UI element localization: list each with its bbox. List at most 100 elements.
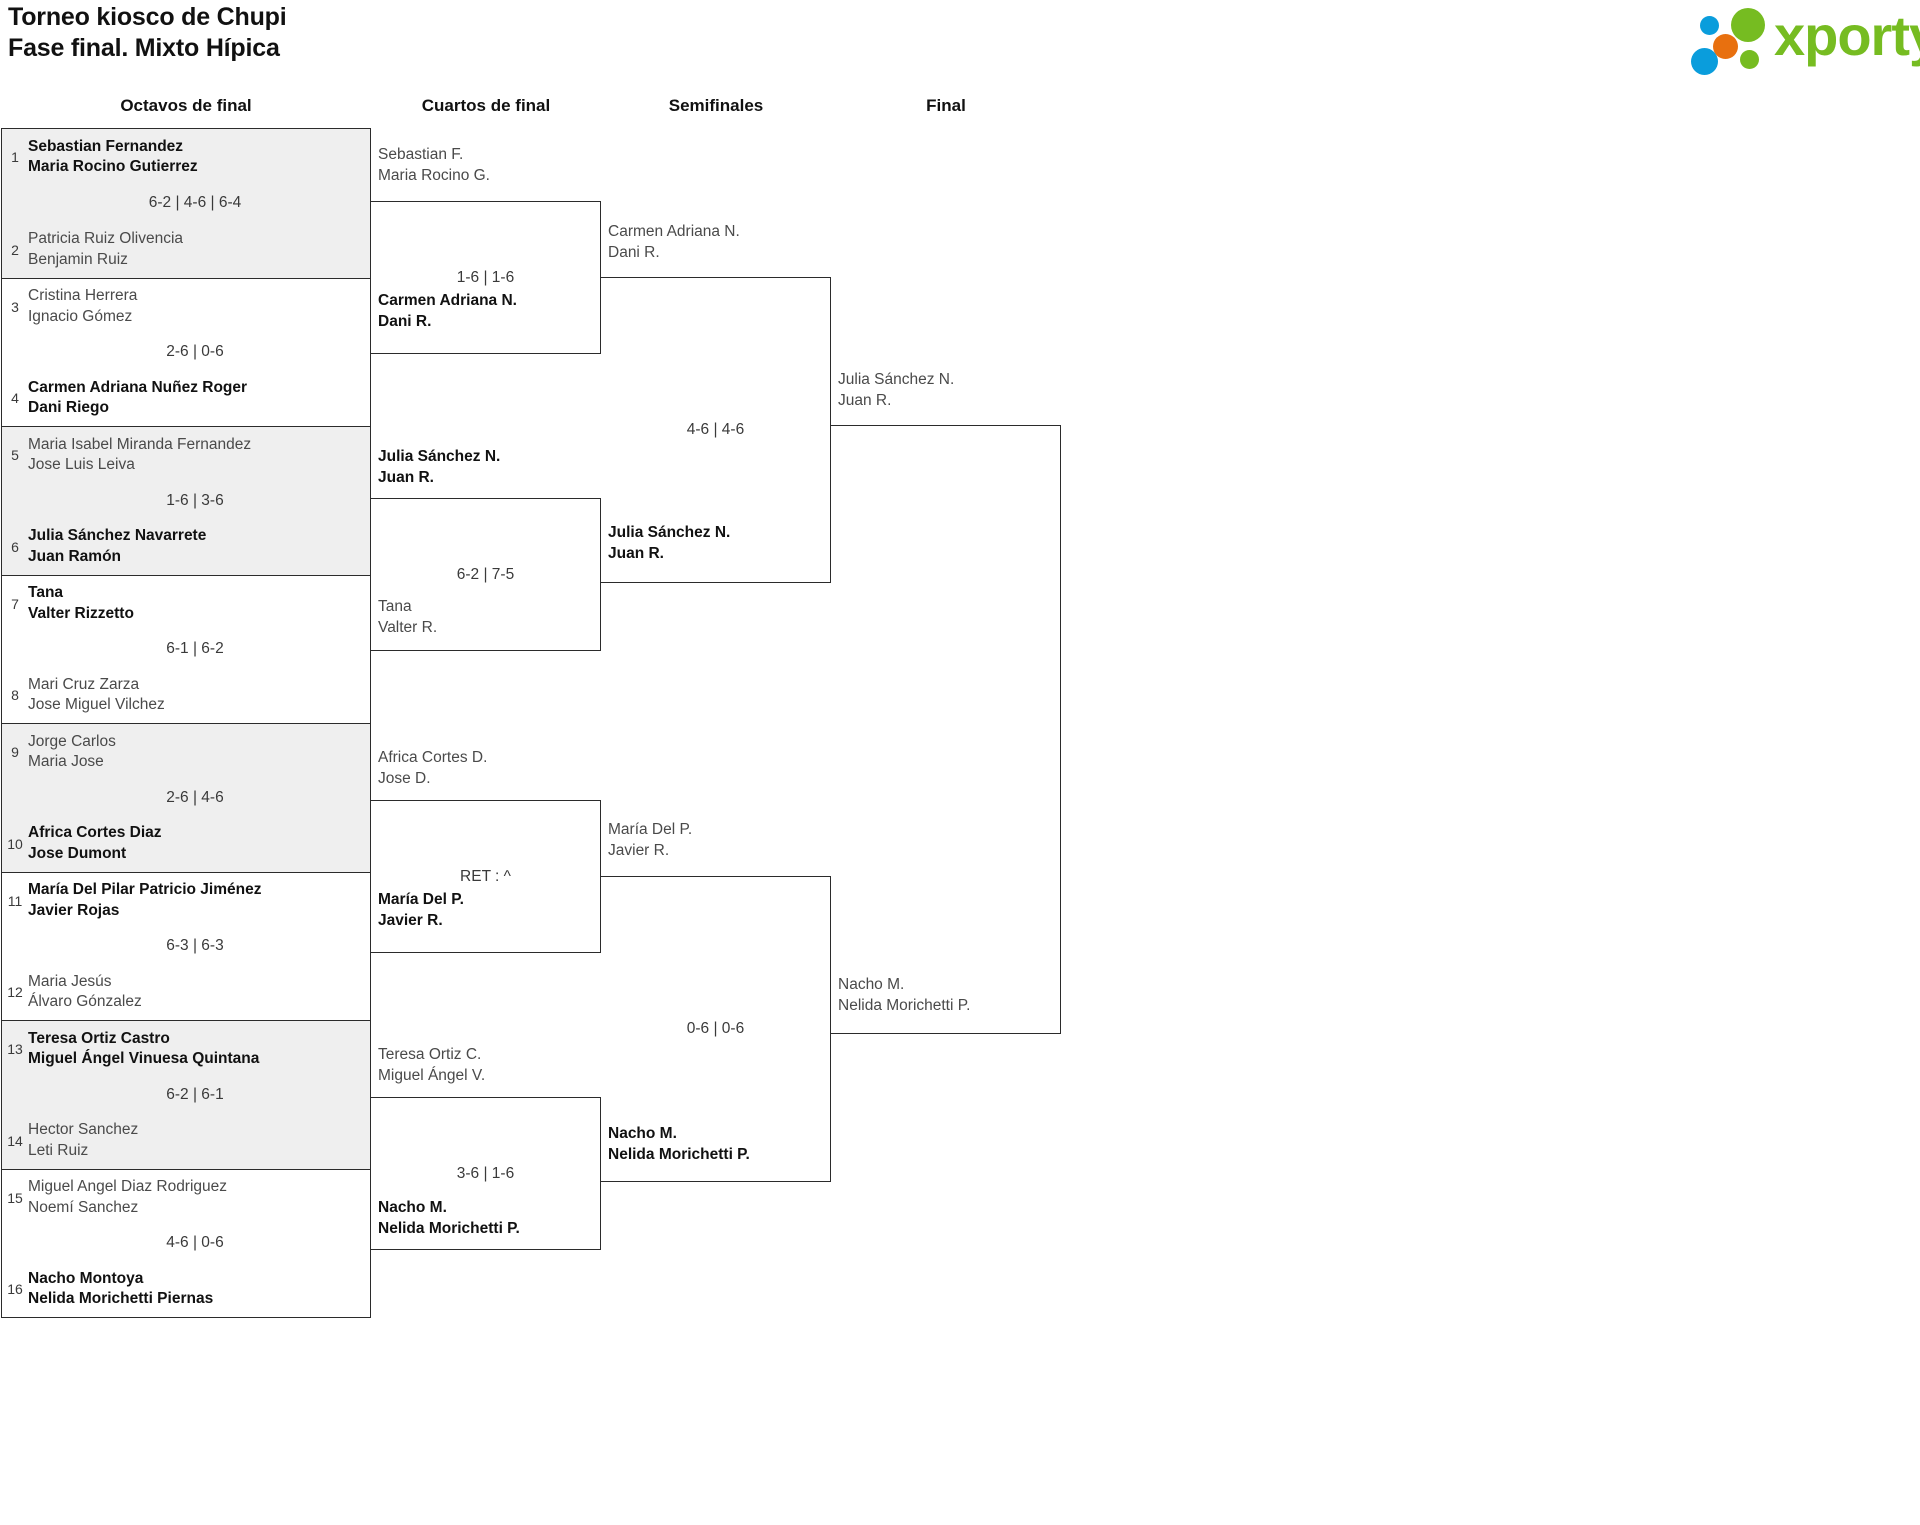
player-2: Maria Rocino G. — [378, 166, 490, 184]
seed-number: 2 — [11, 241, 19, 258]
player-2: Javier Rojas — [28, 901, 120, 919]
xporty-logo: xporty — [1690, 5, 1920, 75]
player-2: Maria Jose — [28, 753, 104, 770]
logo-dot-blue-small — [1700, 16, 1719, 35]
r16-slot-top[interactable]: 7 Tana Valter Rizzetto — [2, 582, 370, 626]
match-score: RET : ^ — [460, 867, 511, 885]
match-score: 3-6 | 1-6 — [456, 1164, 515, 1182]
player-1: Maria Jesús — [28, 972, 112, 990]
r16-match[interactable]: 13 Teresa Ortiz Castro Miguel Ángel Vinu… — [2, 1020, 370, 1169]
player-1: Sebastian F. — [378, 146, 464, 163]
player-1: Teresa Ortiz C. — [378, 1046, 482, 1063]
r16-slot-bottom[interactable]: 8 Mari Cruz Zarza Jose Miguel Vilchez — [2, 673, 370, 717]
sf-top-team: María Del P. Javier R. — [608, 820, 692, 861]
player-1: Tana — [378, 598, 412, 615]
r16-match[interactable]: 7 Tana Valter Rizzetto 6-1 | 6-2 8 Mari … — [2, 574, 370, 723]
sf-match-box[interactable]: 4-6 | 4-6 — [601, 277, 831, 583]
player-2: Ignacio Gómez — [28, 307, 133, 325]
page-header: Torneo kiosco de Chupi Fase final. Mixto… — [0, 0, 1920, 78]
player-2: Valter R. — [378, 618, 438, 636]
seed-number: 11 — [7, 892, 23, 909]
r16-slot-bottom[interactable]: 6 Julia Sánchez Navarrete Juan Ramón — [2, 525, 370, 569]
match-score: 2-6 | 4-6 — [166, 788, 224, 806]
r16-slot-top[interactable]: 11 María Del Pilar Patricio Jiménez Javi… — [2, 879, 370, 923]
match-score: 6-3 | 6-3 — [166, 937, 224, 955]
logo-dot-green-small — [1740, 50, 1759, 69]
player-1: Julia Sánchez N. — [838, 371, 955, 388]
r16-slot-top[interactable]: 1 Sebastian Fernandez Maria Rocino Gutie… — [2, 135, 370, 179]
r16-slot-bottom[interactable]: 2 Patricia Ruiz Olivencia Benjamin Ruiz — [2, 228, 370, 272]
r16-slot-bottom[interactable]: 16 Nacho Montoya Nelida Morichetti Piern… — [2, 1267, 370, 1311]
r16-slot-top[interactable]: 13 Teresa Ortiz Castro Miguel Ángel Vinu… — [2, 1027, 370, 1071]
logo-dots-icon — [1690, 8, 1786, 75]
player-2: Juan Ramón — [28, 547, 122, 565]
seed-number: 8 — [11, 687, 19, 703]
final-match-box[interactable] — [831, 425, 1061, 1034]
player-1: Nacho Montoya — [28, 1269, 144, 1287]
player-1: Tana — [28, 584, 64, 601]
player-1: Africa Cortes Diaz — [28, 824, 162, 841]
r16-match[interactable]: 3 Cristina Herrera Ignacio Gómez 2-6 | 0… — [2, 277, 370, 426]
player-2: Nelida Morichetti P. — [378, 1219, 520, 1237]
qf-match-box[interactable]: 6-2 | 7-5 — [371, 498, 601, 651]
match-score: 0-6 | 0-6 — [686, 1020, 745, 1037]
qf-match-box[interactable]: 1-6 | 1-6 — [371, 201, 601, 354]
r16-slot-top[interactable]: 3 Cristina Herrera Ignacio Gómez — [2, 285, 370, 329]
player-1: Teresa Ortiz Castro — [28, 1029, 170, 1047]
player-2: Miguel Ángel Vinuesa Quintana — [28, 1050, 260, 1067]
r16-slot-top[interactable]: 5 Maria Isabel Miranda Fernandez Jose Lu… — [2, 433, 370, 477]
match-score: 6-2 | 4-6 | 6-4 — [148, 194, 242, 212]
r16-slot-bottom[interactable]: 4 Carmen Adriana Nuñez Roger Dani Riego — [2, 376, 370, 420]
r16-match[interactable]: 1 Sebastian Fernandez Maria Rocino Gutie… — [2, 129, 370, 278]
sf-match-box[interactable]: 0-6 | 0-6 — [601, 876, 831, 1182]
player-1: Julia Sánchez N. — [378, 448, 501, 465]
player-2: Jose Luis Leiva — [28, 456, 135, 473]
player-2: Nelida Morichetti P. — [838, 996, 971, 1014]
player-1: Julia Sánchez N. — [608, 524, 731, 541]
r16-slot-bottom[interactable]: 10 Africa Cortes Diaz Jose Dumont — [2, 822, 370, 866]
seed-number: 12 — [7, 984, 23, 1000]
r16-match[interactable]: 15 Miguel Angel Diaz Rodriguez Noemí San… — [2, 1168, 370, 1317]
match-score: 6-2 | 7-5 — [456, 565, 515, 583]
player-2: Valter Rizzetto — [28, 604, 134, 622]
qf-match-box[interactable]: 3-6 | 1-6 — [371, 1097, 601, 1250]
team-names: María Del Pilar Patricio Jiménez Javier … — [28, 880, 261, 921]
seed-number: 5 — [11, 447, 19, 463]
logo-dot-orange — [1713, 34, 1738, 59]
seed-number: 4 — [11, 390, 19, 406]
player-1: María Del P. — [608, 821, 693, 838]
r16-match[interactable]: 9 Jorge Carlos Maria Jose 2-6 | 4-6 10 A… — [2, 723, 370, 872]
match-score: 2-6 | 0-6 — [166, 343, 224, 361]
player-1: Sebastian Fernandez — [28, 137, 184, 155]
sf-bottom-team: Julia Sánchez N. Juan R. — [608, 523, 730, 564]
qf-bottom-team: Tana Valter R. — [378, 597, 437, 638]
r16-match[interactable]: 5 Maria Isabel Miranda Fernandez Jose Lu… — [2, 426, 370, 575]
team-names: Cristina Herrera Ignacio Gómez — [28, 286, 137, 327]
final-bottom-team: Nacho M. Nelida Morichetti P. — [838, 975, 970, 1016]
title-block: Torneo kiosco de Chupi Fase final. Mixto… — [8, 2, 287, 64]
player-2: Maria Rocino Gutierrez — [28, 158, 198, 175]
r16-slot-bottom[interactable]: 14 Hector Sanchez Leti Ruiz — [2, 1119, 370, 1163]
seed-number: 10 — [7, 835, 23, 852]
qf-top-team: Sebastian F. Maria Rocino G. — [378, 145, 490, 186]
player-2: Jose Miguel Vilchez — [28, 696, 165, 713]
r16-slot-top[interactable]: 15 Miguel Angel Diaz Rodriguez Noemí San… — [2, 1176, 370, 1220]
round-header-final: Final — [926, 96, 966, 115]
qf-top-team: Africa Cortes D. Jose D. — [378, 748, 487, 789]
qf-match-box[interactable]: RET : ^ — [371, 800, 601, 953]
r16-slot-bottom[interactable]: 12 Maria Jesús Álvaro Gónzalez — [2, 970, 370, 1014]
r16-match[interactable]: 11 María Del Pilar Patricio Jiménez Javi… — [2, 871, 370, 1020]
player-2: Javier R. — [378, 911, 443, 929]
tournament-title: Torneo kiosco de Chupi — [8, 3, 287, 31]
r16-slot-top[interactable]: 9 Jorge Carlos Maria Jose — [2, 730, 370, 774]
player-2: Javier R. — [608, 841, 670, 859]
player-2: Jose D. — [378, 769, 431, 787]
logo-wordmark: xporty — [1774, 4, 1920, 67]
seed-number: 16 — [7, 1281, 23, 1297]
team-names: Sebastian Fernandez Maria Rocino Gutierr… — [28, 137, 198, 178]
player-1: Africa Cortes D. — [378, 749, 488, 766]
team-names: Julia Sánchez Navarrete Juan Ramón — [28, 526, 206, 567]
match-score: 1-6 | 3-6 — [166, 491, 224, 509]
team-names: Patricia Ruiz Olivencia Benjamin Ruiz — [28, 229, 183, 270]
player-2: Leti Ruiz — [28, 1141, 89, 1159]
